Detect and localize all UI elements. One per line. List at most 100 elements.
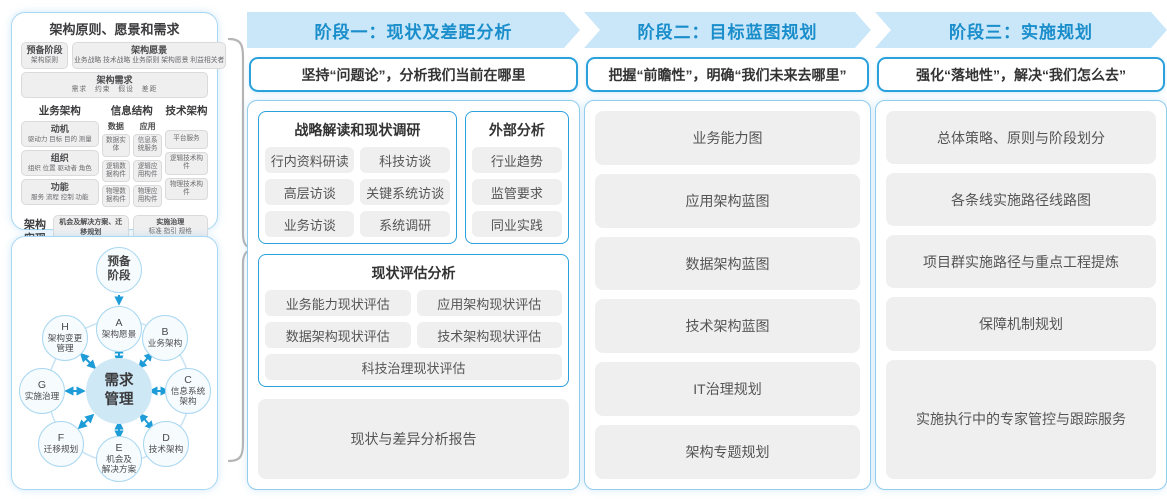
phase2-item: 数据架构蓝图	[595, 236, 860, 291]
adm-node-prelim: 预备 阶段	[96, 247, 142, 293]
phase3-content: 总体策略、原则与阶段划分 各条线实施路径线路图 项目群实施路径与重点工程提炼 保…	[875, 100, 1167, 490]
assessment-item: 数据架构现状评估	[265, 322, 411, 348]
phase1-content: 战略解读和现状调研 行内资料研读 科技访谈 高层访谈 关键系统访谈 业务访谈 系…	[247, 100, 580, 490]
adm-node-h-label: 架构变更 管理	[47, 332, 83, 353]
phase1-banner: 阶段一：现状及差距分析	[247, 12, 580, 48]
physical-data-box: 物理数据构件	[101, 184, 131, 208]
phase3-item: 实施执行中的专家管控与跟踪服务	[886, 359, 1156, 480]
phase3-item: 项目群实施路径与重点工程提炼	[886, 235, 1156, 289]
assessment-item: 技术架构现状评估	[416, 322, 562, 348]
adm-node-d: D 技术架构	[143, 421, 189, 467]
function-box: 功能 服务 流程 控制 功能	[21, 179, 99, 206]
phase3-item: 总体策略、原则与阶段划分	[886, 111, 1156, 165]
strategy-research-title: 战略解读和现状调研	[294, 122, 421, 138]
motivation-box: 动机 驱动力 目标 目的 测量	[21, 121, 99, 148]
current-state-assessment-box: 现状评估分析 业务能力现状评估 应用架构现状评估 数据架构现状评估 技术架构现状…	[258, 254, 569, 387]
phase2-item: 应用架构蓝图	[595, 173, 860, 228]
adm-node-c-letter: C	[184, 374, 192, 387]
adm-node-e: E 机会及 解决方案	[96, 436, 142, 482]
arrow-center-f	[77, 413, 95, 430]
adm-cycle-panel: 预备 阶段 需求 管理 A 架构愿景 B 业务架构 C 信息系统 架构 D 技术…	[11, 236, 218, 490]
phase3-item: 各条线实施路径线路图	[886, 173, 1156, 227]
data-entity-box: 数据实体	[101, 134, 131, 157]
phase1-subtitle-label: 坚持“问题论”，分析我们当前在哪里	[301, 66, 526, 83]
phase2-banner-label: 阶段二：目标蓝图规划	[637, 22, 818, 42]
external-item: 行业趋势	[471, 147, 562, 173]
phase2-item: 业务能力图	[595, 111, 860, 165]
adm-node-f-label: 迁移规划	[43, 443, 79, 454]
architecture-framework-panel: 架构原则、愿景和需求 预备阶段 架构原则 架构愿景 业务战略 技术战略 业务原则…	[11, 12, 227, 249]
phase2-subtitle: 把握“前瞻性”，明确“我们未来去哪里”	[586, 57, 869, 92]
assessment-item: 科技治理现状评估	[265, 354, 562, 380]
phase2-item: 技术架构蓝图	[595, 299, 860, 354]
phase2-subtitle-label: 把握“前瞻性”，明确“我们未来去哪里”	[608, 66, 847, 83]
adm-node-g-label: 实施治理	[24, 390, 60, 401]
phase2-column: 阶段二：目标蓝图规划 把握“前瞻性”，明确“我们未来去哪里” 业务能力图 应用架…	[584, 12, 871, 490]
application-title: 应用	[139, 122, 156, 132]
adm-node-f-letter: F	[57, 432, 65, 445]
requirements-sub: 需求 约束 假设 差距	[71, 86, 158, 94]
logical-tech-box: 逻辑技术构件	[164, 152, 208, 175]
research-item: 行内资料研读	[265, 147, 355, 173]
adm-node-g: G 实施治理	[19, 368, 65, 414]
vision-title: 架构愿景	[131, 45, 168, 55]
motivation-sub: 驱动力 目标 目的 测量	[27, 135, 92, 143]
information-structure-column: 信息结构 数据 数据实体 逻辑数据构件 物理数据构件 应用 信息系统服务 逻辑应…	[101, 103, 162, 210]
adm-node-g-letter: G	[37, 379, 47, 392]
prelim-sub: 架构原则	[30, 56, 59, 64]
technology-architecture-column: 技术架构 平台服务 逻辑技术构件 物理技术构件	[164, 103, 208, 210]
phase2-content: 业务能力图 应用架构蓝图 数据架构蓝图 技术架构蓝图 IT治理规划 架构专题规划	[584, 100, 871, 490]
external-item: 监管要求	[471, 179, 562, 205]
research-item: 关键系统访谈	[360, 179, 450, 205]
prelim-title: 预备阶段	[26, 45, 63, 55]
adm-node-requirements: 需求 管理	[86, 358, 152, 424]
data-subcolumn: 数据 数据实体 逻辑数据构件 物理数据构件	[101, 121, 131, 210]
business-architecture-column: 业务架构 动机 驱动力 目标 目的 测量 组织 组织 位置 驱动者 角色 功能 …	[21, 103, 99, 210]
phase2-banner: 阶段二：目标蓝图规划	[584, 12, 871, 48]
adm-node-e-letter: E	[115, 442, 123, 455]
application-subcolumn: 应用 信息系统服务 逻辑应用构件 物理应用构件	[133, 121, 162, 210]
research-item: 系统调研	[360, 211, 450, 237]
organization-sub: 组织 位置 驱动者 角色	[27, 164, 92, 172]
logical-app-box: 逻辑应用构件	[133, 159, 162, 182]
adm-node-d-letter: D	[162, 432, 170, 445]
vision-sub: 业务战略 技术战略 业务原则 架构愿景 利益相关者	[74, 56, 225, 64]
requirements-title: 架构需求	[96, 74, 133, 85]
information-structure-title: 信息结构	[110, 105, 153, 118]
phase3-banner-label: 阶段三：实施规划	[949, 22, 1093, 42]
adm-node-d-label: 技术架构	[148, 443, 184, 454]
adm-node-h-letter: H	[61, 321, 69, 334]
platform-service-box: 平台服务	[164, 130, 208, 150]
adm-node-b: B 业务架构	[142, 315, 188, 361]
phase1-column: 阶段一：现状及差距分析 坚持“问题论”，分析我们当前在哪里 战略解读和现状调研 …	[247, 12, 580, 490]
adm-node-f: F 迁移规划	[38, 421, 84, 467]
architecture-vision-box: 架构愿景 业务战略 技术战略 业务原则 架构愿景 利益相关者	[72, 42, 227, 69]
technology-architecture-title: 技术架构	[165, 105, 208, 118]
implementation-governance-sub: 标准 指引 规格	[148, 227, 192, 235]
framework-title: 架构原则、愿景和需求	[49, 22, 180, 37]
logical-data-box: 逻辑数据构件	[101, 159, 131, 182]
gap-analysis-report-box: 现状与差异分析报告	[258, 399, 569, 479]
current-state-assessment-title: 现状评估分析	[371, 265, 456, 281]
adm-node-a: A 架构愿景	[96, 306, 142, 352]
adm-node-a-label: 架构愿景	[101, 328, 137, 339]
data-title: 数据	[107, 122, 124, 132]
function-title: 功能	[50, 182, 69, 193]
adm-node-c: C 信息系统 架构	[165, 368, 211, 414]
adm-node-a-letter: A	[115, 317, 123, 330]
external-analysis-box: 外部分析 行业趋势 监管要求 同业实践	[464, 111, 569, 244]
phase1-banner-label: 阶段一：现状及差距分析	[314, 22, 513, 42]
phase3-banner: 阶段三：实施规划	[875, 12, 1167, 48]
research-item: 业务访谈	[265, 211, 355, 237]
phase3-subtitle: 强化“落地性”，解决“我们怎么去”	[877, 57, 1165, 92]
physical-tech-box: 物理技术构件	[164, 177, 208, 200]
assessment-item: 业务能力现状评估	[265, 290, 411, 316]
phase2-item: 架构专题规划	[595, 425, 860, 479]
organization-title: 组织	[50, 153, 69, 164]
adm-node-b-label: 业务架构	[147, 337, 183, 348]
prelim-phase-box: 预备阶段 架构原则	[21, 42, 68, 69]
phase3-column: 阶段三：实施规划 强化“落地性”，解决“我们怎么去” 总体策略、原则与阶段划分 …	[875, 12, 1167, 490]
adm-node-e-label: 机会及 解决方案	[101, 453, 137, 474]
phase3-item: 保障机制规划	[886, 297, 1156, 351]
